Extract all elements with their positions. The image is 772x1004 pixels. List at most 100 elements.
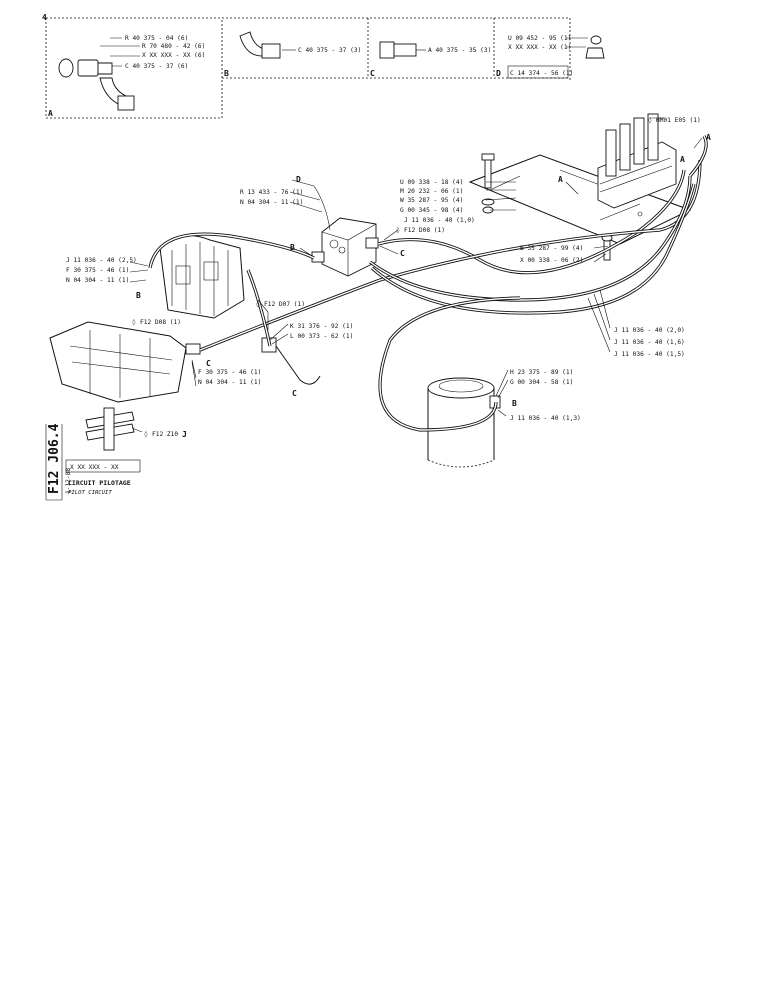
callout-k31: K 31 376 - 92 (1) xyxy=(290,323,353,330)
pilot-valve-block xyxy=(311,217,379,277)
marker-d-valve: D xyxy=(296,175,301,184)
control-lever-2 xyxy=(619,123,631,171)
panel-borders xyxy=(45,17,571,119)
callout-h23: H 23 375 - 89 (1) xyxy=(510,369,573,376)
callout-j11-25: J 11 036 - 40 (2,5) xyxy=(66,257,137,264)
o-ring-seal xyxy=(58,58,74,78)
callout-x00: X 00 338 - 06 (2) xyxy=(520,257,583,264)
main-valve-fitting xyxy=(185,343,201,355)
control-lever-3 xyxy=(633,117,645,165)
hose-cylinder-core xyxy=(379,297,521,431)
distributor-outline xyxy=(159,235,245,319)
cylinder-cap xyxy=(438,379,484,393)
hose-pilot-return-1-core xyxy=(369,175,691,301)
callout-n04b: N 04 304 - 11 (1) xyxy=(66,277,129,284)
main-valve-body xyxy=(49,321,201,403)
hose-valve-to-control-core xyxy=(377,169,685,274)
callout-j11-10: J 11 036 - 40 (1,0) xyxy=(404,217,475,224)
cylinder-top xyxy=(427,377,495,399)
marker-c-mid1: C xyxy=(206,359,211,368)
callout-f12-z10: F12 Z10 xyxy=(152,431,178,438)
callout-j11-15: J 11 036 - 40 (1,5) xyxy=(614,351,685,358)
f12d08b-marker: ◊ xyxy=(132,319,136,326)
callout-n04c: N 04 304 - 11 (1) xyxy=(198,379,261,386)
title-block: F12 J06.4 1-12-88 X XX XXX - XX CIRCUIT … xyxy=(45,423,141,501)
panel-c-fitting xyxy=(379,41,426,59)
callout-j11-16: J 11 036 - 40 (1,6) xyxy=(614,339,685,346)
callout-d2: X XX XXX - XX (1) xyxy=(508,44,571,51)
distributor-sections xyxy=(171,242,229,316)
callout-j11-20: J 11 036 - 40 (2,0) xyxy=(614,327,685,334)
tee-stem xyxy=(103,407,115,451)
elbow-nut xyxy=(117,95,135,111)
marker-b-cyl: B xyxy=(512,399,517,408)
marker-a-right: A xyxy=(680,155,685,164)
main-valve-sections xyxy=(69,330,173,398)
title-french: CIRCUIT PILOTAGE xyxy=(68,479,131,487)
bolt xyxy=(484,157,492,189)
marker-c-valve-leader xyxy=(379,245,399,255)
marker-c-valve: C xyxy=(400,249,405,258)
title-english: PILOT CIRCUIT xyxy=(68,490,112,496)
callout-f12-d08b: F12 D08 (1) xyxy=(140,319,181,326)
control-lever-4 xyxy=(647,113,659,161)
drawing-date: 1-12-88 xyxy=(65,468,72,494)
marker-b-valve: B xyxy=(290,243,295,252)
hoses xyxy=(148,135,708,432)
callout-r13: R 13 433 - 76 (1) xyxy=(240,189,303,196)
callout-a2: R 70 480 - 42 (6) xyxy=(142,43,205,50)
title-code-box xyxy=(65,459,141,473)
bent-fitting-nut xyxy=(261,43,281,59)
washer xyxy=(481,198,495,206)
straight-fitting-body xyxy=(393,43,417,57)
cylinder-sides xyxy=(427,388,495,460)
callout-l00: L 00 373 - 62 (1) xyxy=(290,333,353,340)
main-valve-outline xyxy=(49,321,187,403)
marker-a-plate: A xyxy=(558,175,563,184)
panel-a-fittings xyxy=(58,37,140,111)
tee-fitting xyxy=(85,407,135,451)
main-assembly xyxy=(49,113,692,468)
callout-m20: M 20 232 - 06 (1) xyxy=(400,188,463,195)
callout-g00b: G 00 304 - 58 (1) xyxy=(510,379,573,386)
callout-f30a: F 30 375 - 46 (1) xyxy=(66,267,129,274)
callout-n04a: N 04 304 - 11 (1) xyxy=(240,199,303,206)
hose-distributor-to-valve-core xyxy=(149,233,315,269)
panel-d-parts xyxy=(507,35,605,79)
callout-f12-d07: F12 D07 (1) xyxy=(264,301,305,308)
panel-a-leaders xyxy=(100,37,140,67)
marker-c-mid2: C xyxy=(292,389,297,398)
control-lever-1 xyxy=(605,129,617,177)
callout-a3: X XX XXX - XX (6) xyxy=(142,52,205,59)
code-frame xyxy=(45,424,63,501)
connection-markers: A A A B B B C C C D xyxy=(136,133,711,408)
callout-w35: W 35 287 - 95 (4) xyxy=(400,197,463,204)
detail-panels: 4 A B C D R 40 375 - 04 (6) R 70 480 - 4… xyxy=(42,13,605,119)
valve-port-2 xyxy=(338,246,346,254)
straight-fitting-hex xyxy=(379,41,395,59)
adapter-nut xyxy=(97,62,113,75)
plug-head xyxy=(585,47,605,59)
leader-lines xyxy=(129,117,664,433)
callout-b35: B 35 287 - 99 (4) xyxy=(520,245,583,252)
seal-ring xyxy=(590,35,602,45)
hose-cylinder xyxy=(378,296,521,432)
title-code: X XX XXX - XX xyxy=(70,464,119,471)
distributor-spool-1 xyxy=(175,265,191,285)
callout-a4: C 40 375 - 37 (6) xyxy=(125,63,188,70)
callout-f30b: F 30 375 - 46 (1) xyxy=(198,369,261,376)
marker-a-top-leader xyxy=(693,137,703,149)
f12d07-marker: ◊ xyxy=(256,301,260,308)
panel-letter-c: C xyxy=(370,69,375,78)
distributor-spool-2 xyxy=(203,261,219,281)
cylinder-bottom xyxy=(427,459,495,468)
plate-detail xyxy=(489,169,641,221)
pilot-valve-edges xyxy=(321,223,377,276)
hm01-marker: ◊ xyxy=(648,117,652,124)
center-fitting-bracket xyxy=(275,345,321,385)
f12d08a-marker: ◊ xyxy=(396,227,400,234)
distributor-bank xyxy=(159,235,245,319)
marker-b-left: B xyxy=(136,291,141,300)
corner-number: 4 xyxy=(42,13,47,22)
